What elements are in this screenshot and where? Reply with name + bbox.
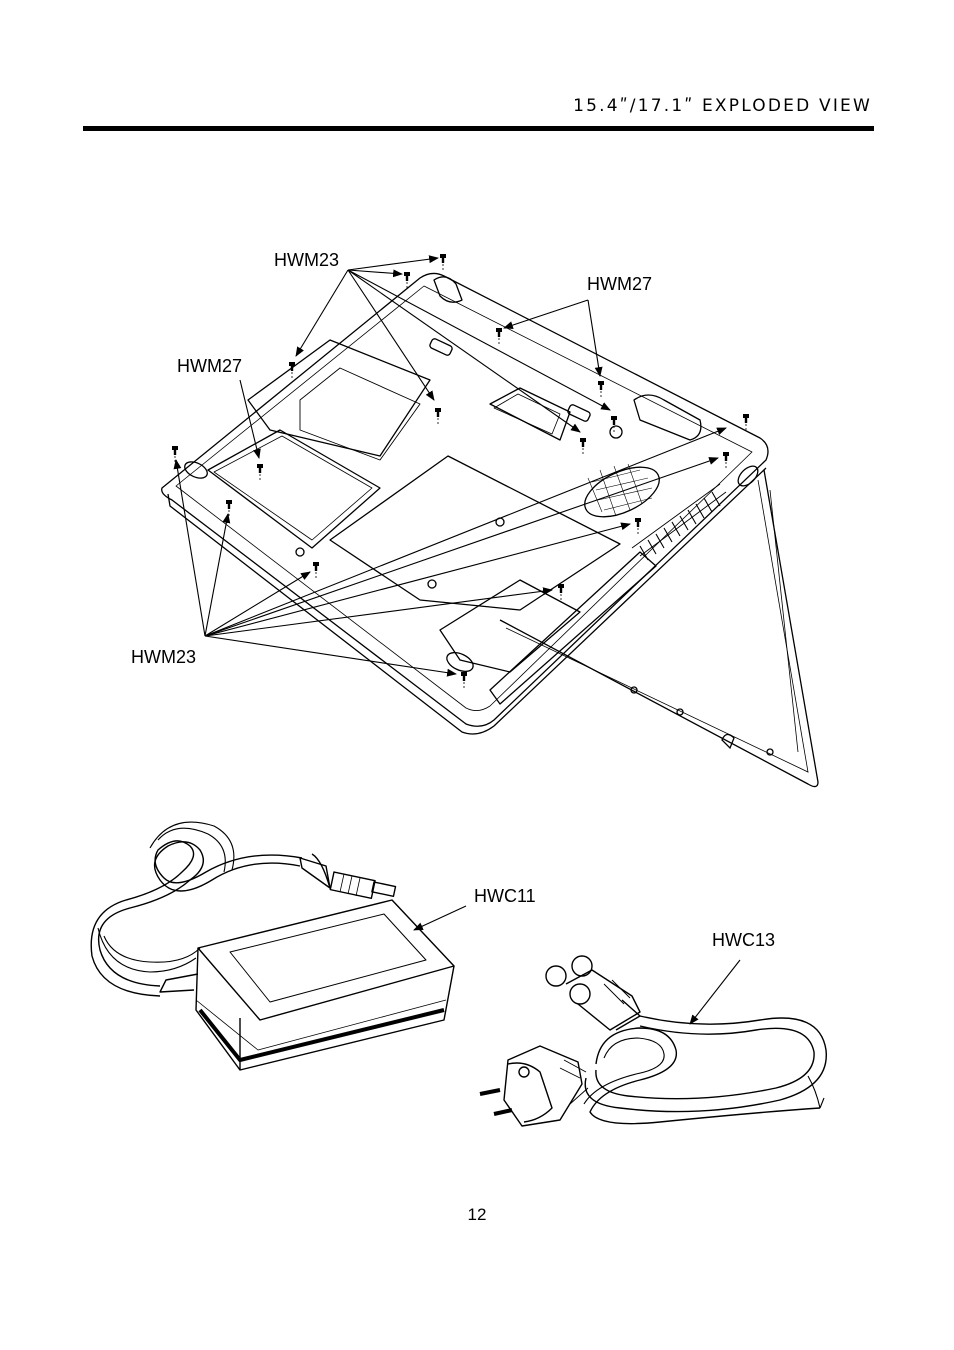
callout-hwm23-top: HWM23 [274,250,339,270]
callout-hwc13: HWC13 [712,930,775,950]
callout-labels: HWM23 HWM27 HWM27 HWM23 HWC11 HWC13 [131,250,775,950]
callout-hwm27-left: HWM27 [177,356,242,376]
leader-arrows [173,255,741,1025]
callout-hwm23-bottom: HWM23 [131,647,196,667]
page-header-title: 15.4ʺ/17.1ʺ EXPLODED VIEW [573,96,872,116]
laptop-lid [499,469,819,788]
ac-adapter [90,821,455,1071]
power-cord [479,955,827,1127]
callout-hwc11: HWC11 [474,886,536,906]
header-rule [83,126,874,131]
laptop-bottom-case [161,272,769,735]
screw-icons [171,253,750,691]
page-number: 12 [467,1205,487,1224]
callout-hwm27-right: HWM27 [587,274,652,294]
